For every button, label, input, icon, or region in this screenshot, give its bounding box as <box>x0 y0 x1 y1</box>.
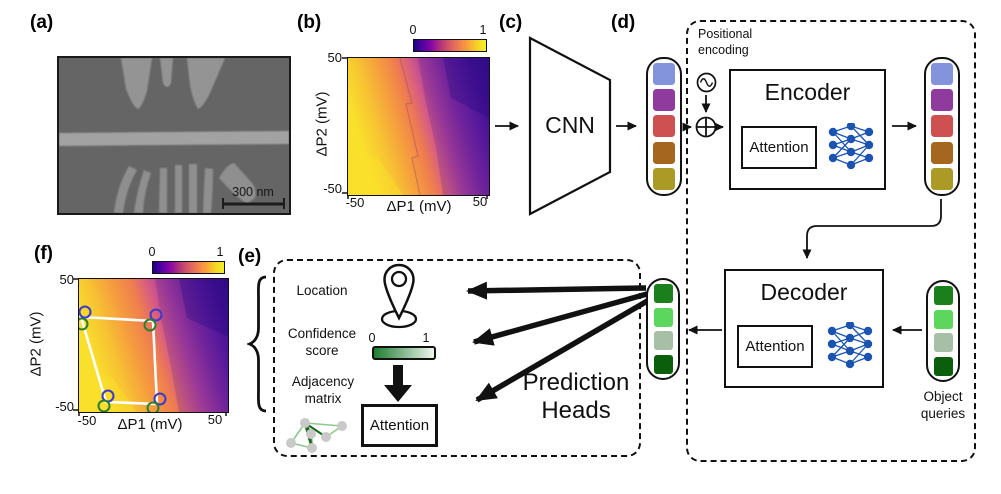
decoder-box: Decoder Attention <box>724 269 884 388</box>
f-xtick-right: 50 <box>207 412 223 427</box>
pred-marker-blue <box>79 305 92 319</box>
transformer-dashed-box <box>686 20 976 462</box>
query-token-3 <box>933 356 953 376</box>
b-y-axis-label: ΔP2 (mV) <box>313 91 331 157</box>
query-token-2 <box>933 333 953 353</box>
feature-token-3 <box>653 141 675 164</box>
decoder-nn-icon <box>827 322 873 369</box>
colorbar-b-max: 1 <box>479 23 487 37</box>
feature-pill-output <box>924 57 960 196</box>
plus-sum-icon <box>695 116 717 138</box>
confidence-bar <box>372 346 436 360</box>
query-token-0 <box>933 286 953 306</box>
encoder-attention-label: Attention <box>749 139 809 156</box>
gt-marker-green <box>143 318 157 332</box>
colorbar-f-min: 0 <box>148 245 156 259</box>
query-token-1 <box>653 307 673 327</box>
pred-marker-blue <box>153 392 167 406</box>
location-label: Location <box>296 283 348 298</box>
feature-pill-input <box>646 57 682 196</box>
decoder-attention-box: Attention <box>737 325 813 368</box>
feature-token-0 <box>931 63 953 86</box>
b-xtick-right: 50 <box>472 194 488 209</box>
encoder-nn-icon <box>828 123 874 170</box>
heatmap-f <box>78 278 229 413</box>
brace-icon <box>247 275 267 413</box>
colorbar-f <box>152 261 225 274</box>
confidence-scale-max: 1 <box>422 331 430 345</box>
pred-marker-blue <box>149 308 163 322</box>
f-ytick-bottom: -50 <box>55 399 74 414</box>
b-ytick-top: 50 <box>327 50 342 65</box>
adjacency-graph-icon <box>286 418 347 453</box>
sem-channel-bar <box>59 131 289 146</box>
feature-token-0 <box>653 63 675 86</box>
sine-wave-icon <box>696 72 717 93</box>
positional-encoding-label: Positional encoding <box>698 27 753 58</box>
colorbar-b <box>413 39 487 52</box>
colorbar-b-min: 0 <box>409 23 417 37</box>
f-y-axis-label: ΔP2 (mV) <box>27 311 45 377</box>
panel-c-label: (c) <box>499 12 523 33</box>
query-token-0 <box>653 284 673 304</box>
attention-box: Attention <box>361 404 438 447</box>
feature-token-3 <box>931 141 953 164</box>
cnn-label: CNN <box>545 112 595 138</box>
b-xtick-left: -50 <box>345 195 365 210</box>
prediction-heads-box <box>273 259 641 457</box>
attention-label: Attention <box>369 417 430 434</box>
panel-b-label: (b) <box>297 12 322 33</box>
f-xtick-left: -50 <box>77 413 97 428</box>
feature-token-2 <box>653 115 675 138</box>
encoder-box: Encoder Attention <box>729 69 886 190</box>
query-pill-output <box>646 278 680 380</box>
panel-d-label: (d) <box>611 12 636 33</box>
f-ytick-top: 50 <box>59 272 74 287</box>
feature-token-4 <box>931 167 953 190</box>
heatmap-b <box>347 57 490 196</box>
panel-a-label: (a) <box>30 12 54 33</box>
b-ytick-bottom: -50 <box>323 181 342 196</box>
confidence-scale-min: 0 <box>368 331 376 345</box>
sem-image <box>57 56 291 215</box>
object-queries-pill <box>926 280 960 382</box>
encoder-attention-box: Attention <box>741 126 817 169</box>
b-x-axis-label: ΔP1 (mV) <box>386 198 452 215</box>
scale-bar-label: 300 nm <box>232 185 274 199</box>
decoder-attention-label: Attention <box>745 338 805 355</box>
panel-f-label: (f) <box>34 243 53 264</box>
object-queries-label: Object queries <box>920 389 966 421</box>
feature-token-1 <box>931 89 953 112</box>
query-token-3 <box>653 354 673 374</box>
encoder-title: Encoder <box>764 79 851 105</box>
decoder-title: Decoder <box>760 279 848 305</box>
query-token-2 <box>653 331 673 351</box>
gt-marker-green <box>146 401 160 412</box>
feature-token-2 <box>931 115 953 138</box>
gt-marker-green <box>97 399 111 412</box>
feature-token-1 <box>653 89 675 112</box>
gt-marker-green <box>79 317 89 331</box>
panel-e-label: (e) <box>238 246 262 267</box>
cnn-trapezoid <box>528 36 612 216</box>
confidence-label: Confidence score <box>287 326 357 358</box>
sem-gates <box>59 58 289 213</box>
colorbar-f-max: 1 <box>216 245 224 259</box>
feature-token-4 <box>653 167 675 190</box>
query-token-1 <box>933 309 953 329</box>
adjacency-label: Adjacency matrix <box>291 374 355 406</box>
location-pin-icon <box>380 263 418 329</box>
f-x-axis-label: ΔP1 (mV) <box>117 416 183 433</box>
